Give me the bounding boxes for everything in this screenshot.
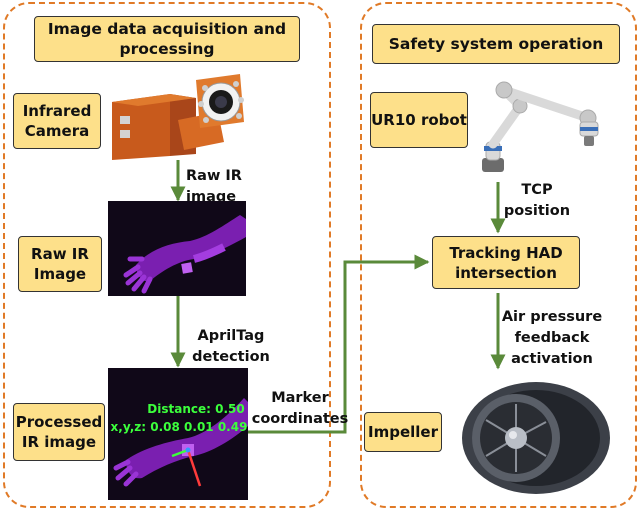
right-panel-header: Safety system operation — [372, 24, 620, 64]
raw-ir-image-label: Raw IR Image — [18, 236, 102, 292]
impeller-image — [462, 382, 610, 494]
raw-ir-photo — [108, 201, 246, 296]
left-panel — [3, 2, 331, 508]
ur10-robot-label: UR10 robot — [370, 92, 468, 148]
air-pressure-caption: Air pressure feedback activation — [501, 309, 603, 367]
ur10-robot-image — [482, 81, 599, 172]
arrow-processed-to-tracking — [246, 254, 430, 434]
infrared-camera-image — [112, 74, 244, 160]
xyz-overlay-text: x,y,z: 0.08 0.01 0.49 — [110, 420, 248, 434]
marker-coordinates-caption: Marker coordinates — [251, 390, 349, 427]
distance-overlay-text: Distance: 0.50 — [147, 402, 245, 416]
infrared-camera-label: Infrared Camera — [13, 93, 101, 149]
processed-ir-image-label: Processed IR image — [13, 403, 105, 461]
processed-ir-photo — [108, 368, 248, 500]
tracking-had-label: Tracking HAD intersection — [432, 236, 580, 289]
apriltag-detection-caption: AprilTag detection — [192, 328, 270, 365]
left-panel-header: Image data acquisition and processing — [34, 16, 300, 62]
tcp-position-caption: TCP position — [503, 182, 571, 219]
right-panel — [360, 2, 637, 508]
impeller-label: Impeller — [364, 412, 442, 452]
